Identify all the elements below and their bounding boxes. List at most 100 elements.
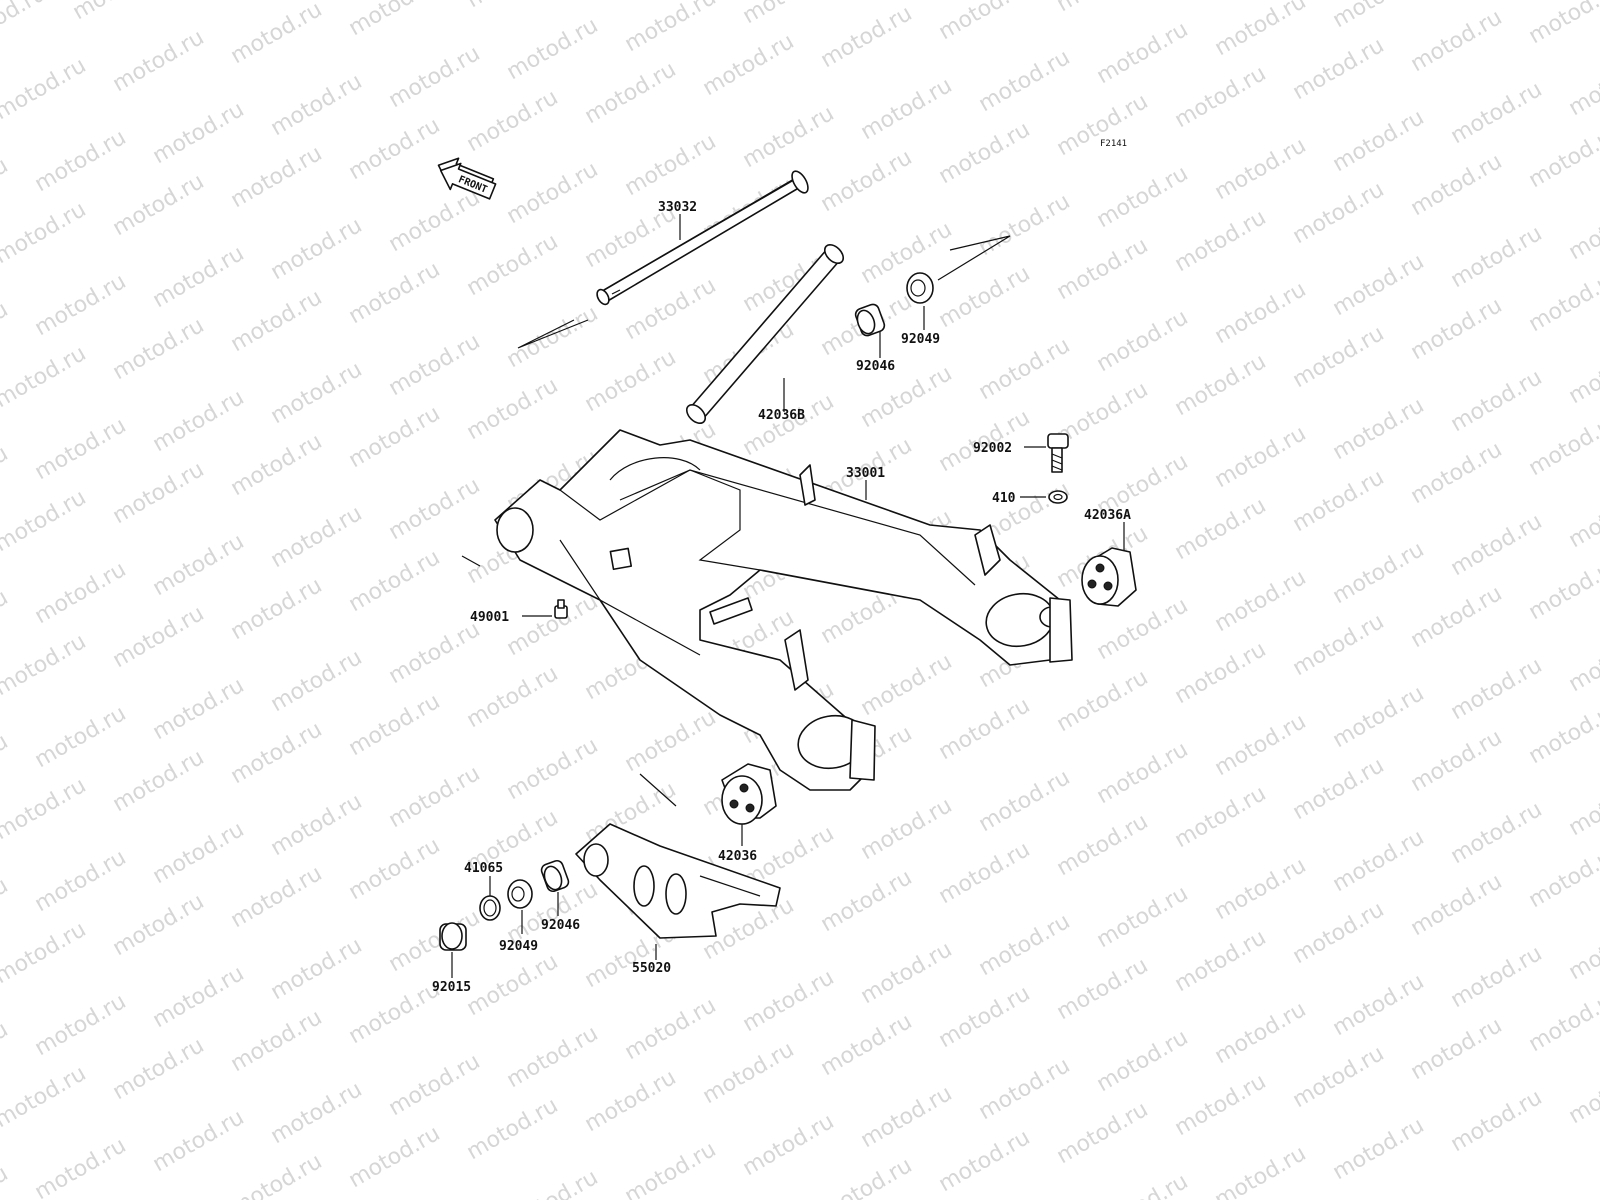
watermark-text: motod.ru bbox=[1447, 941, 1547, 1013]
watermark-text: motod.ru bbox=[857, 937, 957, 1009]
watermark-text: motod.ru bbox=[463, 661, 563, 733]
watermark-text: motod.ru bbox=[267, 213, 367, 285]
watermark-text: motod.ru bbox=[1289, 897, 1389, 969]
bushing-lower-part bbox=[721, 763, 777, 825]
watermark-text: motod.ru bbox=[1211, 133, 1311, 205]
watermark-text: motod.ru bbox=[1289, 33, 1389, 105]
bushing-a-part bbox=[1081, 547, 1137, 607]
watermark-text: motod.ru bbox=[1525, 841, 1600, 913]
watermark-text: motod.ru bbox=[267, 501, 367, 573]
watermark-text: motod.ru bbox=[1565, 481, 1600, 553]
leader-lines bbox=[451, 214, 1125, 978]
part-label-49001[interactable]: 49001 bbox=[470, 610, 509, 625]
part-label-55020[interactable]: 55020 bbox=[632, 961, 671, 976]
watermark-text: motod.ru bbox=[267, 1077, 367, 1149]
watermark-text: motod.ru bbox=[345, 977, 445, 1049]
watermark-text: motod.ru bbox=[621, 129, 721, 201]
watermark-text: motod.ru bbox=[267, 933, 367, 1005]
watermark-text: motod.ru bbox=[31, 413, 131, 485]
watermark-text: motod.ru bbox=[109, 313, 209, 385]
part-label-33001[interactable]: 33001 bbox=[846, 466, 885, 481]
part-label-42036B[interactable]: 42036B bbox=[758, 408, 805, 423]
watermark-text: motod.ru bbox=[0, 53, 90, 125]
watermark-text: motod.ru bbox=[1447, 509, 1547, 581]
watermark-text: motod.ru bbox=[1211, 709, 1311, 781]
watermark-text: motod.ru bbox=[1407, 581, 1507, 653]
watermark-text: motod.ru bbox=[1171, 925, 1271, 997]
watermark-text: motod.ru bbox=[503, 589, 603, 661]
watermark-text: motod.ru bbox=[1447, 365, 1547, 437]
needle-bearing-upper-part bbox=[854, 303, 886, 337]
watermark-text: motod.ru bbox=[385, 761, 485, 833]
part-label-92015[interactable]: 92015 bbox=[432, 980, 471, 995]
watermark-text: motod.ru bbox=[109, 169, 209, 241]
watermark-text: motod.ru bbox=[1525, 0, 1600, 49]
watermark-text: motod.ru bbox=[935, 117, 1035, 189]
watermark-text: motod.ru bbox=[1053, 89, 1153, 161]
watermark-text: motod.ru bbox=[1407, 725, 1507, 797]
watermark-text: motod.ru bbox=[385, 185, 485, 257]
part-label-41065[interactable]: 41065 bbox=[464, 861, 503, 876]
watermark-text: motod.ru bbox=[0, 629, 90, 701]
watermark-text: motod.ru bbox=[1053, 0, 1153, 17]
watermark-text: motod.ru bbox=[935, 1125, 1035, 1197]
watermark-text: motod.ru bbox=[1407, 1013, 1507, 1085]
watermark-text: motod.ru bbox=[1447, 0, 1547, 5]
watermark-text: motod.ru bbox=[1211, 0, 1311, 61]
part-label-42036A[interactable]: 42036A bbox=[1084, 508, 1131, 523]
part-label-42036[interactable]: 42036 bbox=[718, 849, 757, 864]
watermark-text: motod.ru bbox=[31, 1133, 131, 1200]
watermark-text: motod.ru bbox=[1329, 393, 1429, 465]
watermark-text: motod.ru bbox=[1093, 305, 1193, 377]
watermark-text: motod.ru bbox=[1329, 537, 1429, 609]
watermark-text: motod.ru bbox=[581, 57, 681, 129]
watermark-text: motod.ru bbox=[975, 765, 1075, 837]
watermark-text: motod.ru bbox=[1289, 753, 1389, 825]
watermark-text: motod.ru bbox=[345, 1121, 445, 1193]
watermark-text: motod.ru bbox=[463, 229, 563, 301]
watermark-text: motod.ru bbox=[31, 701, 131, 773]
watermark-text: motod.ru bbox=[1289, 609, 1389, 681]
watermark-text: motod.ru bbox=[817, 1, 917, 73]
watermark-text: motod.ru bbox=[739, 1109, 839, 1181]
watermark-text: motod.ru bbox=[1211, 565, 1311, 637]
watermark-text: motod.ru bbox=[31, 125, 131, 197]
watermark-text: motod.ru bbox=[1289, 465, 1389, 537]
watermark-text: motod.ru bbox=[739, 101, 839, 173]
watermark-text: motod.ru bbox=[0, 341, 90, 413]
watermark-text: motod.ru bbox=[1053, 809, 1153, 881]
watermark-text: motod.ru bbox=[1447, 653, 1547, 725]
watermark-text: motod.ru bbox=[739, 389, 839, 461]
watermark-text: motod.ru bbox=[1565, 1057, 1600, 1129]
watermark-text: motod.ru bbox=[149, 97, 249, 169]
part-label-92046-lower[interactable]: 92046 bbox=[541, 918, 580, 933]
part-label-92049[interactable]: 92049 bbox=[901, 332, 940, 347]
watermark-text: motod.ru bbox=[0, 197, 90, 269]
watermark-text: motod.ru bbox=[857, 73, 957, 145]
watermark-text: motod.ru bbox=[1093, 161, 1193, 233]
part-label-92046[interactable]: 92046 bbox=[856, 359, 895, 374]
watermark-text: motod.ru bbox=[227, 141, 327, 213]
watermark-text: motod.ru bbox=[149, 529, 249, 601]
watermark-text: motod.ru bbox=[227, 1005, 327, 1077]
watermark-text: motod.ru bbox=[345, 257, 445, 329]
watermark-text: motod.ru bbox=[149, 385, 249, 457]
watermark-text: motod.ru bbox=[0, 729, 12, 801]
watermark-text: motod.ru bbox=[503, 157, 603, 229]
part-label-410[interactable]: 410 bbox=[992, 491, 1016, 506]
watermark-text: motod.ru bbox=[1329, 825, 1429, 897]
part-label-92049-lower[interactable]: 92049 bbox=[499, 939, 538, 954]
watermark-text: motod.ru bbox=[1447, 221, 1547, 293]
watermark-text: motod.ru bbox=[227, 429, 327, 501]
watermark-text: motod.ru bbox=[267, 645, 367, 717]
watermark-text: motod.ru bbox=[0, 0, 50, 53]
watermark-text: motod.ru bbox=[345, 689, 445, 761]
watermark-text: motod.ru bbox=[1525, 553, 1600, 625]
part-label-33032[interactable]: 33032 bbox=[658, 200, 697, 215]
watermark-text: motod.ru bbox=[463, 373, 563, 445]
watermark-text: motod.ru bbox=[1093, 1025, 1193, 1097]
part-label-92002[interactable]: 92002 bbox=[973, 441, 1012, 456]
watermark-text: motod.ru bbox=[345, 113, 445, 185]
watermark-text: motod.ru bbox=[857, 1081, 957, 1153]
